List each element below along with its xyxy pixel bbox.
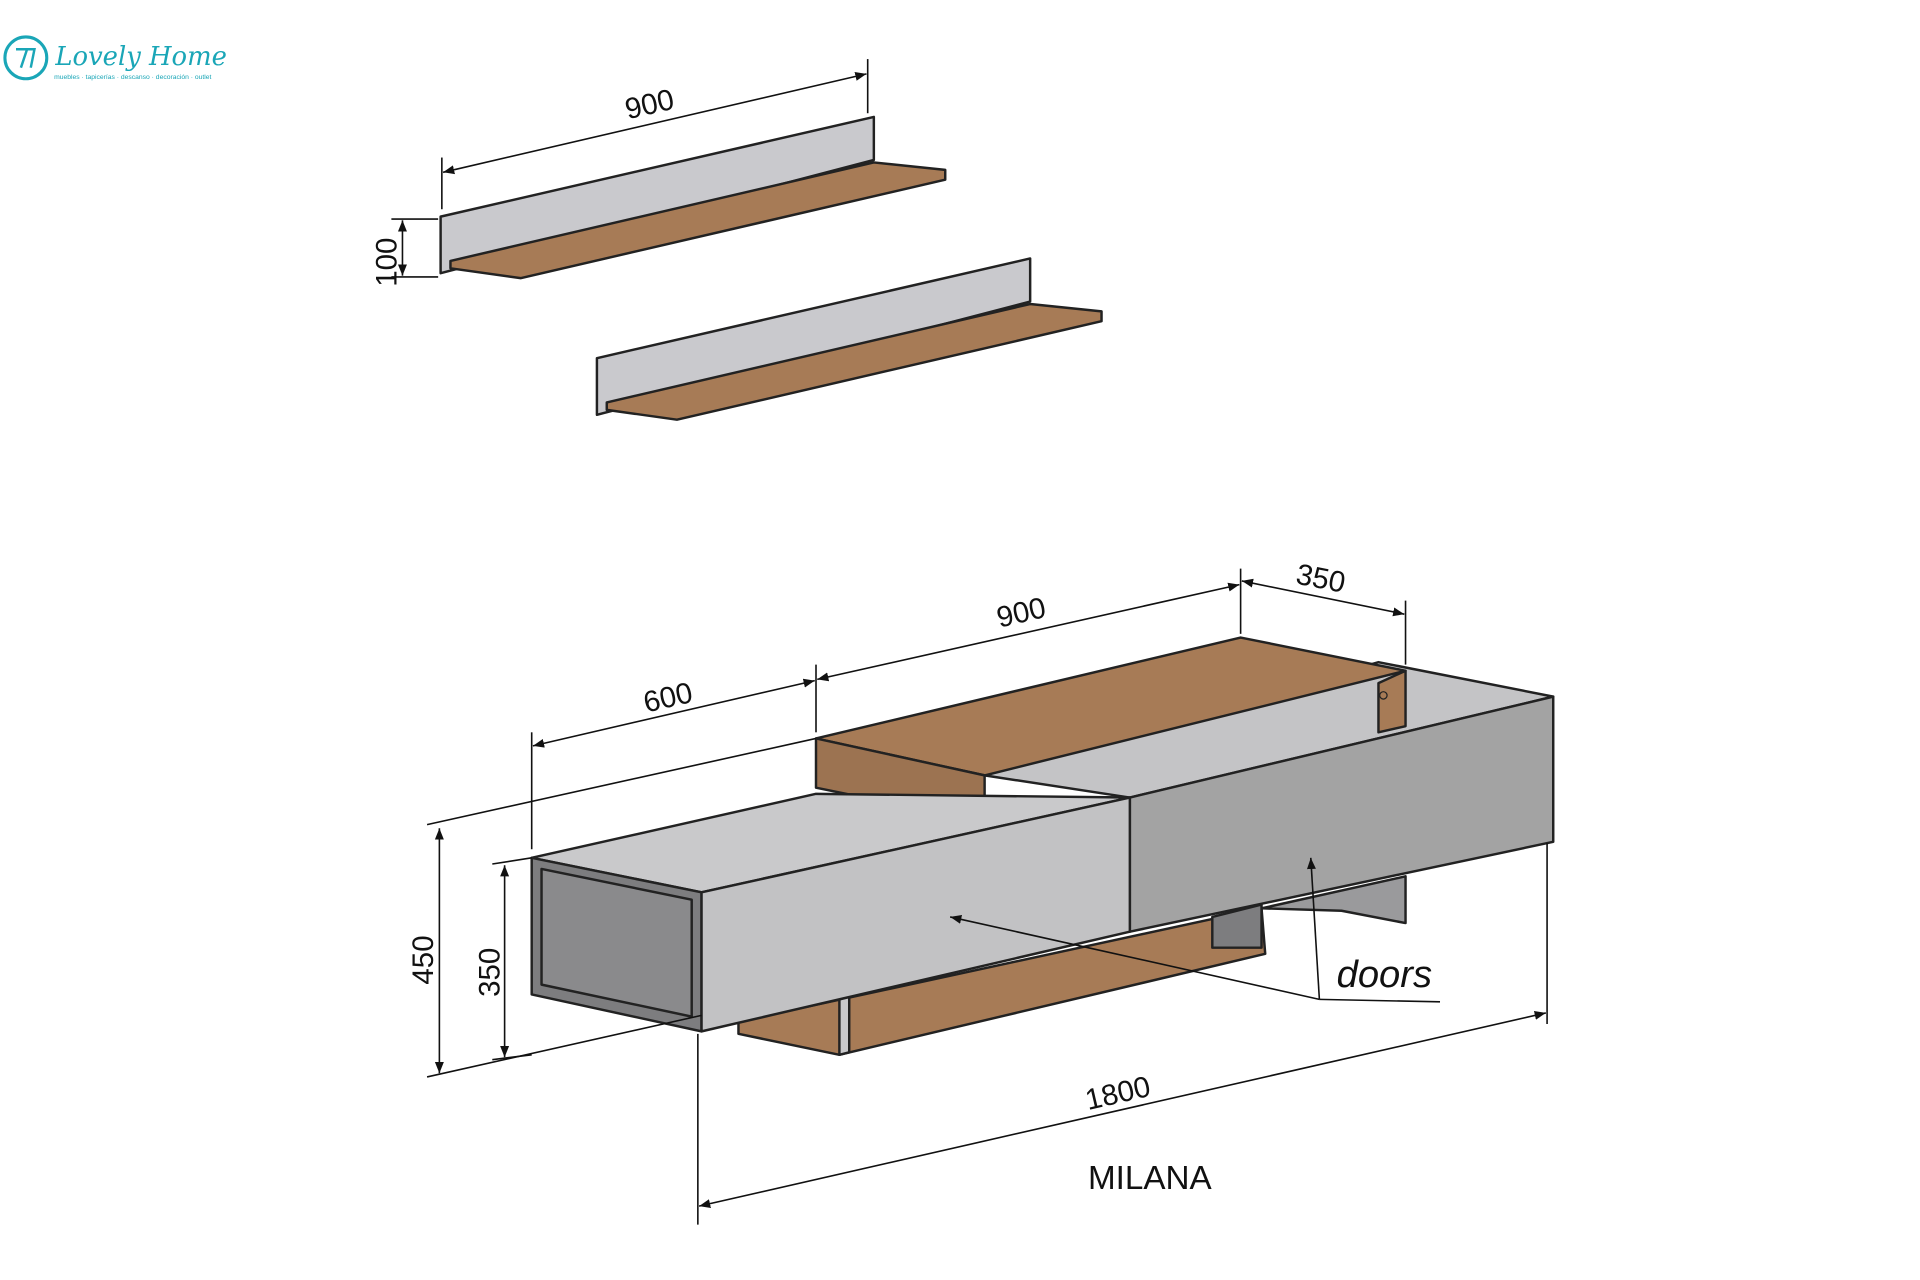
shelf-height-dimension: 100 — [370, 218, 439, 287]
dim-350-height: 350 — [474, 948, 507, 997]
dim-600: 600 — [640, 676, 695, 719]
logo-icon — [3, 35, 49, 81]
logo-brand: Lovely Home — [54, 42, 226, 72]
doors-callout: doors — [949, 857, 1441, 1003]
unit-dimensions: 600 900 350 450 350 1800 — [407, 558, 1548, 1225]
tv-unit — [530, 636, 1555, 1056]
dim-450: 450 — [407, 935, 440, 984]
logo-tagline: muebles · tapicerías · descanso · decora… — [54, 74, 211, 81]
doors-label: doors — [1337, 953, 1432, 996]
left-door — [700, 796, 1132, 1033]
logo: Lovely Home muebles · tapicerías · desca… — [3, 35, 227, 81]
wall-shelf-2 — [595, 257, 1103, 421]
dim-1800: 1800 — [1082, 1070, 1153, 1117]
wall-shelf-1 — [439, 115, 947, 280]
product-name: MILANA — [1088, 1160, 1213, 1197]
dim-900: 900 — [994, 591, 1049, 634]
shelf-height-label: 100 — [370, 238, 403, 287]
